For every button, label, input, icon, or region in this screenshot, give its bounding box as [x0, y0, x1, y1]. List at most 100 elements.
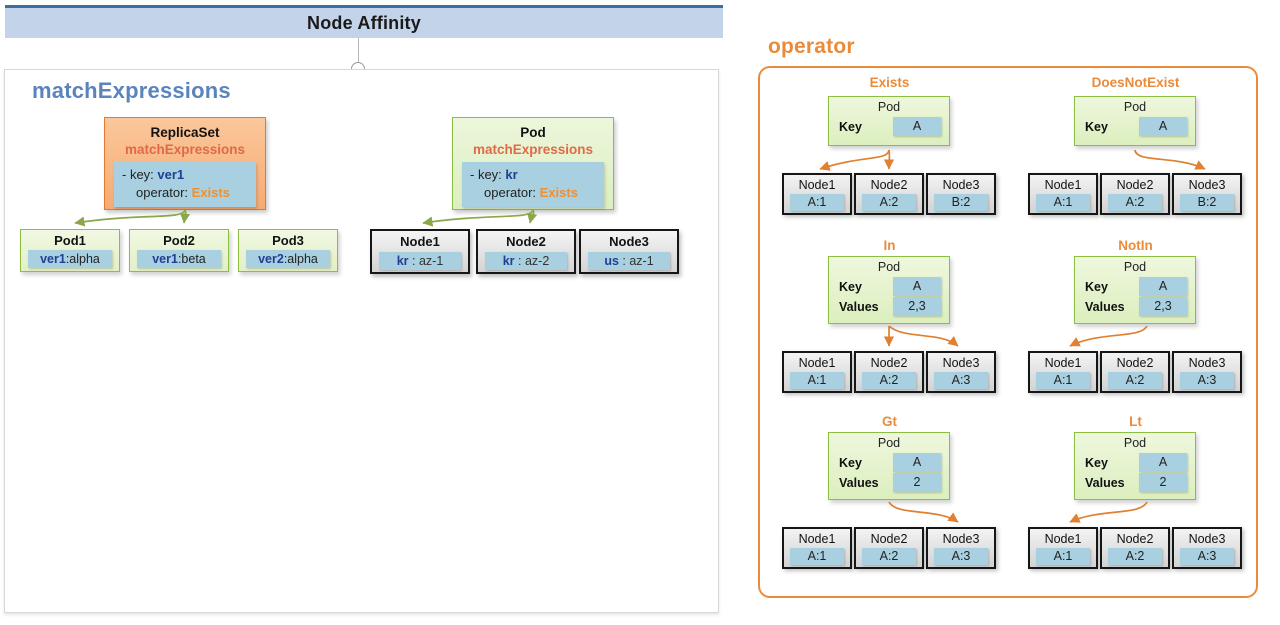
node-card-name: Node2: [506, 234, 546, 249]
operator-group-label: Gt: [882, 414, 897, 429]
node-card-label: kr : az-2: [485, 252, 567, 270]
node-value: A:2: [862, 372, 916, 389]
operator-node-1: Node1 A:1: [1028, 527, 1098, 569]
operator-group-label: NotIn: [1118, 238, 1153, 253]
row-chip: A: [893, 117, 941, 136]
row-chip: A: [893, 277, 941, 296]
operator-node-1: Node1 A:1: [782, 351, 852, 393]
operator-node-3: Node3 B:2: [926, 173, 996, 215]
pod-spec-key-row: - key: kr: [470, 167, 518, 182]
row-label: Key: [1085, 455, 1108, 470]
replicaset-title: ReplicaSet: [150, 125, 220, 140]
node-name: Node3: [942, 356, 980, 370]
pod-spec-subtitle: matchExpressions: [472, 142, 594, 157]
node-value: A:2: [1108, 548, 1162, 565]
operator-pod-row-values: Values 2: [1075, 473, 1195, 492]
node-value: A:2: [862, 194, 916, 211]
page-title: Node Affinity: [307, 12, 421, 33]
operator-pod-title: Pod: [877, 100, 901, 114]
row-label: Key: [839, 279, 862, 294]
pod-card-2: Pod2 ver1:beta: [129, 229, 229, 272]
operator-node-2: Node2 A:2: [854, 351, 924, 393]
pod-card-3: Pod3 ver2:alpha: [238, 229, 338, 272]
row-label: Values: [839, 475, 879, 490]
operator-node-3: Node3 A:3: [926, 351, 996, 393]
node-name: Node3: [1188, 356, 1226, 370]
operator-pod-box: Pod Key A: [828, 96, 950, 146]
operator-group-gt: Gt Pod Key A Values 2 Node1 A:1 Node2 A:…: [782, 414, 997, 574]
node-card-label: us : az-1: [588, 252, 670, 270]
operator-pod-row-key: Key A: [829, 117, 949, 136]
operator-pod-box: Pod Key A Values 2,3: [828, 256, 950, 324]
node-value: A:3: [934, 372, 988, 389]
node-name: Node2: [1116, 532, 1154, 546]
pod-card-label: ver1:alpha: [28, 250, 112, 268]
row-label: Key: [839, 119, 862, 134]
operator-node-2: Node2 A:2: [1100, 173, 1170, 215]
operator-group-in: In Pod Key A Values 2,3 Node1 A:1 Node2 …: [782, 238, 997, 398]
operator-pod-box: Pod Key A: [1074, 96, 1196, 146]
replicaset-spec-inner: - key: ver1 operator: Exists: [114, 162, 256, 207]
operator-pod-title: Pod: [1123, 260, 1147, 274]
operator-node-3: Node3 A:3: [1172, 351, 1242, 393]
operator-pod-row-values: Values 2,3: [1075, 297, 1195, 316]
row-label: Values: [839, 299, 879, 314]
node-name: Node2: [1116, 178, 1154, 192]
operator-pod-box: Pod Key A Values 2: [828, 432, 950, 500]
pod-spec-operator-value: Exists: [539, 185, 578, 200]
row-label: Values: [1085, 299, 1125, 314]
operator-pod-row-key: Key A: [1075, 117, 1195, 136]
operator-node-2: Node2 A:2: [1100, 351, 1170, 393]
node-value: A:1: [790, 194, 844, 211]
pod-card-1: Pod1 ver1:alpha: [20, 229, 120, 272]
node-name: Node3: [942, 532, 980, 546]
operator-node-2: Node2 A:2: [854, 173, 924, 215]
replicaset-key-row: - key: ver1: [122, 167, 185, 182]
row-chip: A: [1139, 117, 1187, 136]
node-card-3: Node3 us : az-1: [579, 229, 679, 274]
replicaset-operator-row: operator: Exists: [136, 185, 230, 200]
node-value: A:1: [790, 548, 844, 565]
operator-pod-title: Pod: [1123, 100, 1147, 114]
operator-title: operator: [768, 35, 855, 58]
node-name: Node2: [870, 178, 908, 192]
node-card-1: Node1 kr : az-1: [370, 229, 470, 274]
node-name: Node2: [870, 532, 908, 546]
node-value: A:1: [1036, 372, 1090, 389]
node-card-label: kr : az-1: [379, 252, 461, 270]
pod-card-label: ver2:alpha: [246, 250, 330, 268]
node-value: A:3: [934, 548, 988, 565]
operator-pod-row-values: Values 2: [829, 473, 949, 492]
operator-node-1: Node1 A:1: [1028, 173, 1098, 215]
page-title-bar: Node Affinity: [5, 5, 723, 38]
node-value: A:1: [1036, 194, 1090, 211]
node-name: Node3: [942, 178, 980, 192]
operator-group-doesnotexist: DoesNotExist Pod Key A Node1 A:1 Node2 A…: [1028, 75, 1243, 215]
operator-node-1: Node1 A:1: [782, 527, 852, 569]
operator-node-2: Node2 A:2: [854, 527, 924, 569]
pod-spec-key-value: kr: [505, 167, 518, 182]
row-label: Key: [839, 455, 862, 470]
operator-node-2: Node2 A:2: [1100, 527, 1170, 569]
operator-node-3: Node3 A:3: [926, 527, 996, 569]
node-value: A:1: [790, 372, 844, 389]
operator-pod-row-values: Values 2,3: [829, 297, 949, 316]
node-value: A:2: [1108, 194, 1162, 211]
node-card-name: Node1: [400, 234, 440, 249]
node-name: Node2: [1116, 356, 1154, 370]
row-chip: 2,3: [893, 297, 941, 316]
row-chip: 2: [893, 473, 941, 492]
connector-line: [358, 38, 359, 65]
node-name: Node1: [798, 178, 836, 192]
operator-node-1: Node1 A:1: [782, 173, 852, 215]
pod-spec-title: Pod: [520, 125, 546, 140]
operator-pod-title: Pod: [877, 436, 901, 450]
pod-card-label: ver1:beta: [137, 250, 221, 268]
operator-node-3: Node3 B:2: [1172, 173, 1242, 215]
node-name: Node1: [1044, 532, 1082, 546]
node-name: Node1: [1044, 178, 1082, 192]
row-chip: A: [1139, 277, 1187, 296]
row-chip: A: [1139, 453, 1187, 472]
operator-node-1: Node1 A:1: [1028, 351, 1098, 393]
